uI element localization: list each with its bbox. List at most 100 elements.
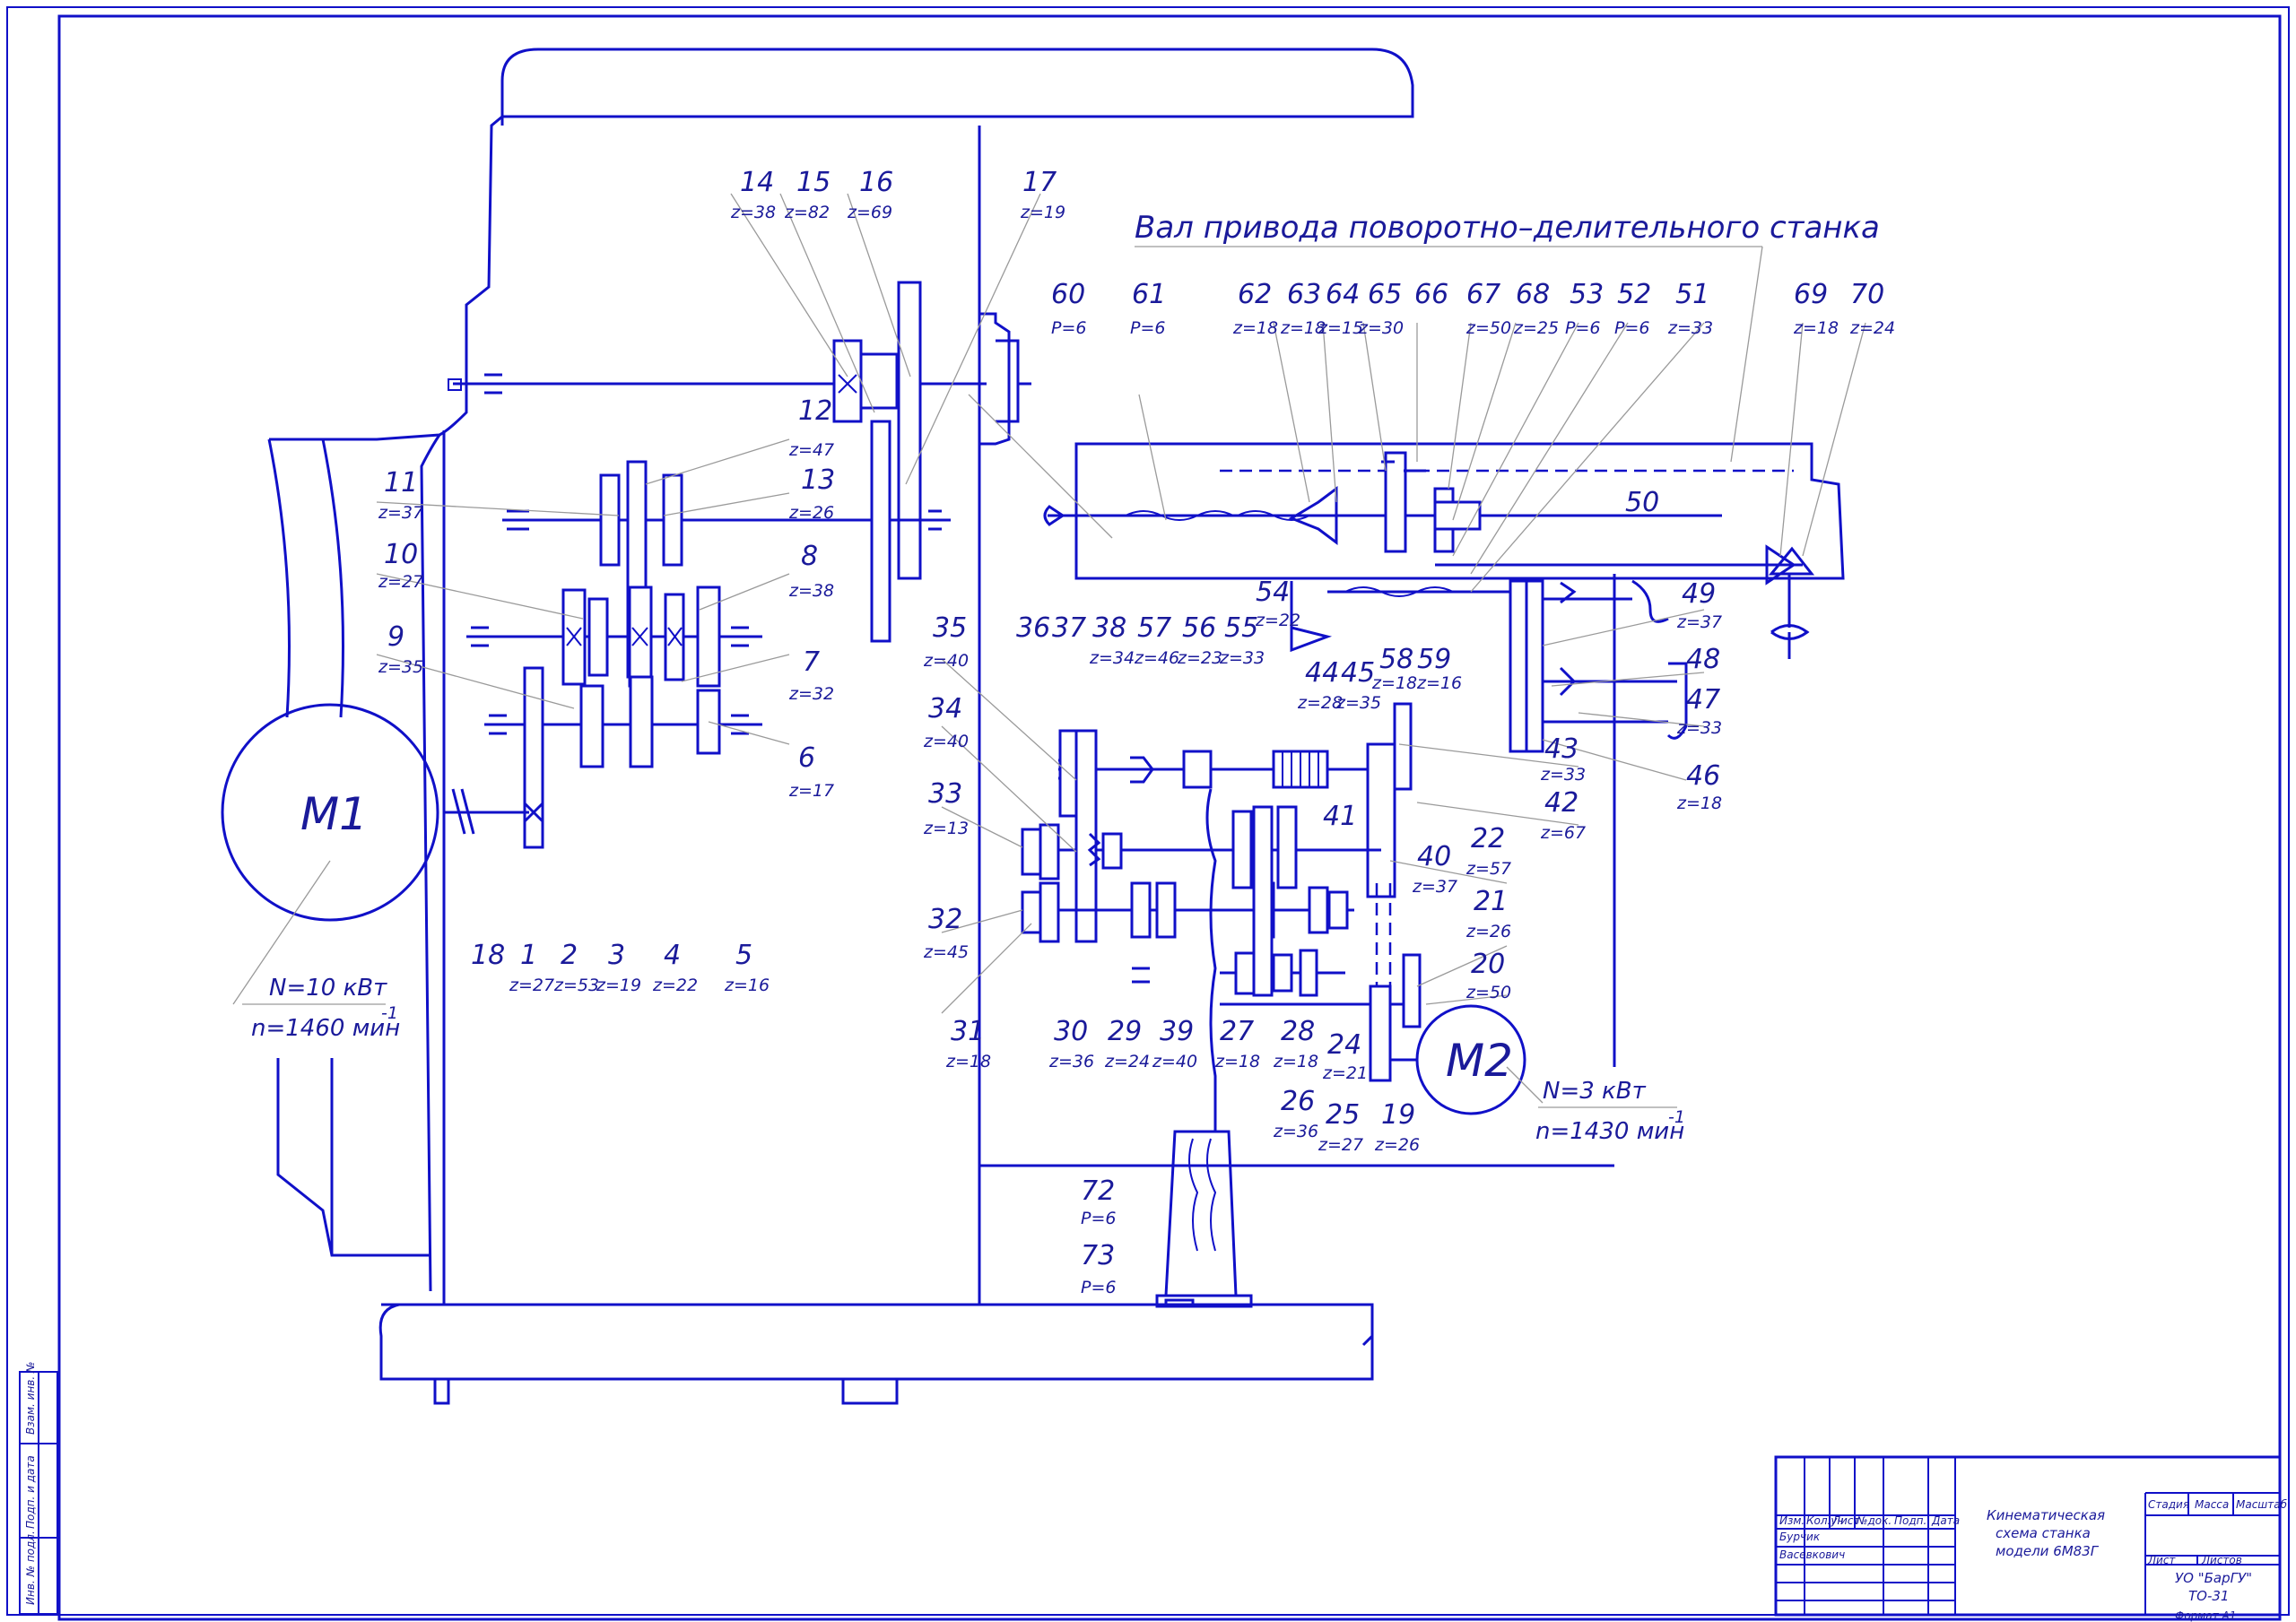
svg-text:15: 15 — [796, 167, 831, 198]
tb-col-0: Изм. — [1779, 1514, 1805, 1527]
svg-text:37: 37 — [1052, 612, 1086, 644]
label-65: 65z=30 — [1358, 279, 1404, 338]
motor-m2-speed: n=1430 мин — [1535, 1118, 1684, 1145]
svg-text:z=13: z=13 — [923, 819, 969, 838]
label-38: 38 — [1092, 612, 1126, 644]
svg-text:z=40: z=40 — [1152, 1052, 1197, 1071]
svg-text:32: 32 — [928, 904, 962, 935]
svg-text:z=15: z=15 — [1318, 318, 1363, 338]
motor-m2: M2 N=3 кВт n=1430 мин -1 — [1386, 1004, 1685, 1145]
label-59: 59z=16 — [1416, 644, 1462, 693]
label-49: 49z=37 — [1676, 578, 1722, 632]
svg-text:z=35: z=35 — [378, 657, 423, 677]
shaft-title: Вал привода поворотно–делительного станк… — [1135, 210, 1880, 246]
svg-text:61: 61 — [1132, 279, 1166, 310]
svg-text:30: 30 — [1054, 1016, 1088, 1047]
svg-text:z=50: z=50 — [1465, 318, 1511, 338]
svg-text:63: 63 — [1287, 279, 1321, 310]
label-44: 44z=28 — [1297, 657, 1343, 713]
tb-stage-0: Стадия — [2148, 1498, 2189, 1511]
label-63: 63z=18 — [1280, 279, 1326, 338]
svg-text:69: 69 — [1794, 279, 1828, 310]
svg-text:z=37: z=37 — [378, 503, 423, 523]
label-51: 51 z=33 — [1667, 279, 1713, 338]
svg-text:24: 24 — [1327, 1029, 1361, 1061]
label-46: 46z=18 — [1676, 760, 1722, 813]
table-housing — [979, 442, 1845, 1167]
table-label-50: 50 — [1625, 487, 1659, 518]
svg-text:6: 6 — [798, 742, 815, 774]
svg-text:34: 34 — [928, 693, 962, 724]
feed-box — [1021, 702, 1422, 1082]
svg-text:z=37: z=37 — [1412, 877, 1457, 897]
rotary-drive-shaft — [1043, 451, 1815, 753]
svg-text:51: 51 — [1675, 279, 1709, 310]
svg-text:P=6: P=6 — [1565, 318, 1600, 338]
label-61: 61P=6 — [1130, 279, 1166, 338]
tb-name-1: Васевкович — [1779, 1548, 1845, 1561]
svg-text:z=37: z=37 — [1676, 612, 1722, 632]
svg-text:z=33: z=33 — [1667, 318, 1713, 338]
label-73: 73P=6 — [1081, 1240, 1116, 1297]
svg-text:2: 2 — [561, 940, 578, 971]
svg-text:45: 45 — [1341, 657, 1375, 689]
svg-text:z=18: z=18 — [1676, 794, 1722, 813]
tb-org: УО "БарГУ" — [2175, 1570, 2252, 1586]
svg-text:48: 48 — [1686, 644, 1720, 675]
label-70: 70z=24 — [1849, 279, 1895, 338]
label-30: 30 z=36 — [1048, 1016, 1094, 1071]
svg-text:P=6: P=6 — [1130, 318, 1165, 338]
tb-col-5: Дата — [1931, 1514, 1960, 1527]
stamp-sign: Подп. и дата — [24, 1455, 37, 1529]
svg-text:49: 49 — [1682, 578, 1716, 610]
svg-text:40: 40 — [1417, 841, 1451, 872]
svg-text:39: 39 — [1160, 1016, 1194, 1047]
svg-text:27: 27 — [1220, 1016, 1254, 1047]
tb-col-3: №док. — [1856, 1514, 1892, 1527]
svg-text:z=33: z=33 — [1540, 765, 1586, 785]
svg-text:57: 57 — [1137, 612, 1171, 644]
svg-text:3: 3 — [608, 940, 625, 971]
svg-text:47: 47 — [1686, 684, 1720, 716]
svg-text:11: 11 — [384, 467, 418, 499]
svg-text:z=36: z=36 — [1048, 1052, 1094, 1071]
motor-m1: M1 N=10 кВт n=1460 мин -1 — [221, 703, 439, 1042]
label-41: 41 — [1323, 801, 1357, 832]
svg-text:z=26: z=26 — [1374, 1135, 1420, 1155]
svg-text:10: 10 — [384, 539, 418, 570]
label-53: 53P=6 — [1565, 279, 1604, 338]
label-52: 52P=6 — [1614, 279, 1651, 338]
svg-text:z=57: z=57 — [1465, 859, 1511, 879]
stamp-replace: Взам. инв. № — [24, 1362, 37, 1435]
svg-text:z=38: z=38 — [788, 581, 834, 601]
svg-text:z=22: z=22 — [652, 976, 698, 995]
tb-sheet: Лист — [2147, 1554, 2176, 1566]
tb-title-2: модели 6М83Г — [1996, 1543, 2100, 1559]
svg-text:z=50: z=50 — [1465, 983, 1511, 1002]
label-47: 47z=33 — [1676, 684, 1722, 738]
svg-text:z=18: z=18 — [1273, 1052, 1318, 1071]
motor-m2-power: N=3 кВт — [1543, 1078, 1647, 1105]
motor-m2-label: M2 — [1446, 1035, 1513, 1087]
label-13: 13z=26 — [788, 464, 835, 523]
svg-text:z=21: z=21 — [1322, 1063, 1368, 1083]
label-55: 55z=33 — [1219, 612, 1265, 668]
label-60: 60P=6 — [1051, 279, 1086, 338]
label-21: 21z=26 — [1465, 886, 1511, 941]
svg-text:56: 56 — [1182, 612, 1216, 644]
svg-text:44: 44 — [1305, 657, 1339, 689]
svg-text:P=6: P=6 — [1051, 318, 1086, 338]
label-20: 20z=50 — [1465, 949, 1511, 1002]
svg-text:z=33: z=33 — [1676, 718, 1722, 738]
svg-text:28: 28 — [1281, 1016, 1315, 1047]
svg-text:14: 14 — [740, 167, 774, 198]
svg-text:1: 1 — [520, 940, 537, 971]
svg-text:33: 33 — [928, 778, 962, 810]
label-27: 27z=18 — [1214, 1016, 1260, 1071]
tb-stage-2: Масштаб — [2236, 1498, 2288, 1511]
motor-m1-label: M1 — [300, 788, 368, 840]
label-2: 2z=53 — [553, 940, 599, 995]
svg-text:z=17: z=17 — [788, 781, 834, 801]
svg-text:z=27: z=27 — [1318, 1135, 1363, 1155]
label-12: 12z=47 — [788, 395, 834, 460]
